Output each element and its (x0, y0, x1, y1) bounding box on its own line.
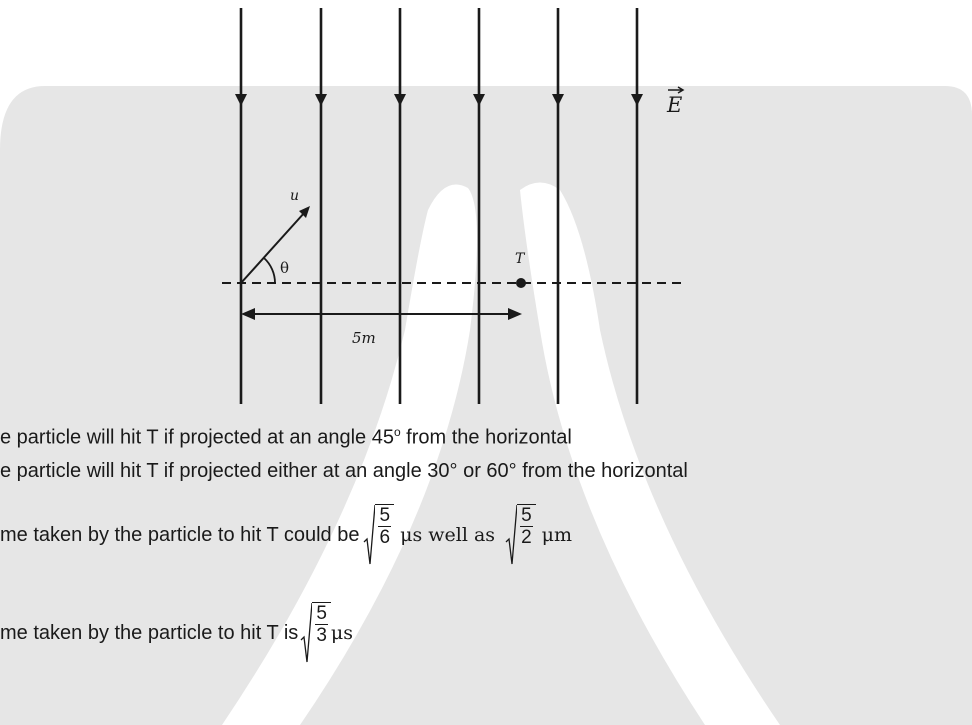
field-arrow-3 (394, 94, 406, 106)
field-arrow-4 (473, 94, 485, 106)
option-1-degree: o (393, 425, 401, 439)
option-3-text: me taken by the particle to hit T could … (0, 524, 360, 546)
velocity-vector: u (240, 188, 310, 284)
radical-1-den: 6 (379, 527, 391, 548)
option-3-unit: μm (535, 524, 573, 546)
velocity-arrowhead (299, 206, 310, 218)
watermark-logo (0, 86, 972, 725)
option-4-unit: μs (330, 622, 353, 644)
option-3: me taken by the particle to hit T could … (0, 500, 572, 570)
option-4-text: me taken by the particle to hit T is (0, 622, 299, 644)
distance-arrow-right (508, 308, 522, 320)
radical-3-num: 5 (315, 603, 328, 625)
field-arrow-1 (235, 94, 247, 106)
angle-arc (263, 257, 276, 284)
velocity-label: u (290, 188, 299, 204)
target-label: T (515, 251, 526, 267)
option-2: e particle will hit T if projected eithe… (0, 459, 688, 483)
option-1-text: e particle will hit T if projected at an… (0, 426, 394, 449)
field-label: E (666, 86, 685, 117)
target-point (516, 278, 526, 288)
angle-label: θ (280, 259, 289, 277)
radical-2-den: 2 (521, 527, 532, 548)
distance-arrow-left (241, 308, 255, 320)
radical-1-num: 5 (378, 505, 392, 527)
option-1: e particle will hit T if projected at an… (0, 420, 572, 450)
option-2-text: e particle will hit T if projected eithe… (0, 460, 688, 482)
radical-3-den: 3 (316, 625, 327, 646)
radical-2-num: 5 (520, 505, 533, 527)
field-arrowheads (235, 94, 643, 106)
electric-field-lines (239, 8, 639, 404)
field-arrow-2 (315, 94, 327, 106)
field-label-text: E (666, 93, 682, 117)
option-1-tail: from the horizontal (400, 426, 572, 449)
distance-label: 5m (352, 329, 376, 347)
field-arrow-5 (552, 94, 564, 106)
option-3-mid: μs well as (394, 524, 502, 546)
vector-arrow-icon (668, 86, 685, 94)
distance-dimension: 5m (241, 308, 522, 347)
field-arrow-6 (631, 94, 643, 106)
